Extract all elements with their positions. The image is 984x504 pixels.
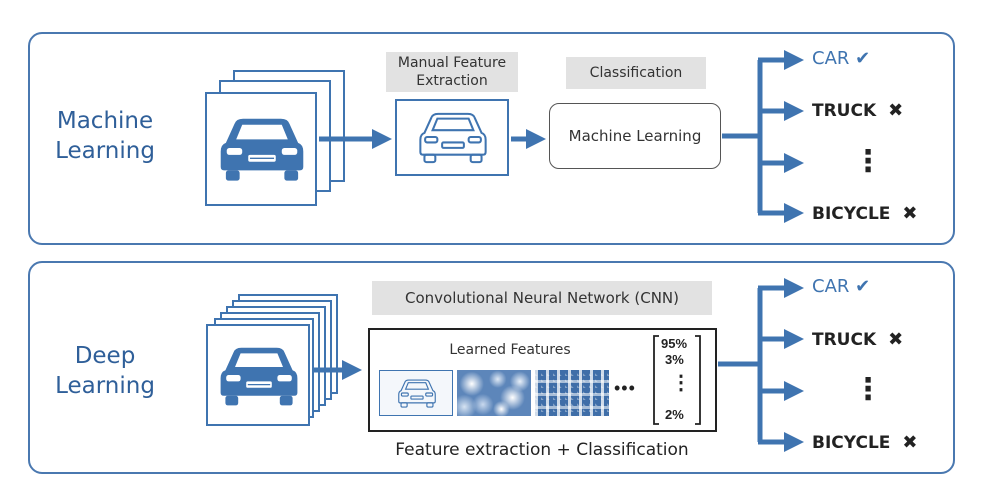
cnn-label: Convolutional Neural Network (CNN): [372, 281, 712, 315]
dl-title-line2: Learning: [55, 373, 155, 399]
ml-output-truck-label: TRUCK: [812, 101, 877, 121]
cross-icon: ✖: [902, 203, 918, 224]
vector-brackets: [653, 335, 701, 425]
cross-icon: ✖: [902, 432, 918, 453]
prob-bicycle: 2%: [665, 407, 684, 422]
dl-caption: Feature extraction + Classification: [395, 440, 689, 460]
feature-map-blur: [457, 370, 531, 416]
ml-output-truck: TRUCK ✖: [812, 100, 903, 121]
prob-truck: 3%: [665, 352, 684, 367]
cross-icon: ✖: [888, 100, 904, 121]
ml-output-car: CAR ✔: [812, 48, 870, 69]
dl-input-card-front: [206, 324, 310, 426]
dl-output-car: CAR ✔: [812, 276, 870, 297]
ml-title: Machine Learning: [40, 106, 170, 166]
machine-learning-model-label: Machine Learning: [568, 127, 702, 145]
manual-feature-line1: Manual Feature: [397, 55, 507, 71]
dl-title-line1: Deep: [74, 343, 136, 369]
ml-output-bicycle: BICYCLE ✖: [812, 203, 917, 224]
manual-feature-extraction-label: Manual Feature Extraction: [386, 52, 518, 92]
ml-output-car-label: CAR: [812, 48, 850, 69]
prob-ellipsis: ⋮: [671, 372, 691, 394]
ml-title-line1: Machine: [56, 108, 154, 134]
feature-dots: •••: [614, 378, 636, 398]
cross-icon: ✖: [888, 329, 904, 350]
classification-label: Classification: [566, 57, 706, 89]
dl-title: Deep Learning: [45, 341, 165, 401]
dl-output-truck-label: TRUCK: [812, 330, 877, 350]
ml-output-bicycle-label: BICYCLE: [812, 204, 891, 224]
manual-feature-line2: Extraction: [416, 73, 488, 89]
dl-output-bicycle: BICYCLE ✖: [812, 432, 917, 453]
probability-vector: 95% 3% ⋮ 2%: [653, 334, 701, 426]
dl-output-car-label: CAR: [812, 276, 850, 297]
check-icon: ✔: [855, 276, 871, 297]
prob-car: 95%: [661, 336, 688, 351]
manual-feature-card: [395, 99, 509, 176]
learned-features-label: Learned Features: [449, 342, 571, 358]
feature-map-car-outline: [379, 370, 453, 416]
machine-learning-model-box: Machine Learning: [549, 103, 721, 169]
dl-output-truck: TRUCK ✖: [812, 329, 903, 350]
ml-title-line2: Learning: [55, 138, 155, 164]
ml-input-card-front: [205, 92, 317, 206]
feature-map-pixels: [535, 370, 609, 416]
ml-output-ellipsis: ⋮: [853, 144, 883, 179]
dl-output-ellipsis: ⋮: [853, 372, 883, 407]
check-icon: ✔: [855, 48, 871, 69]
dl-output-bicycle-label: BICYCLE: [812, 433, 891, 453]
